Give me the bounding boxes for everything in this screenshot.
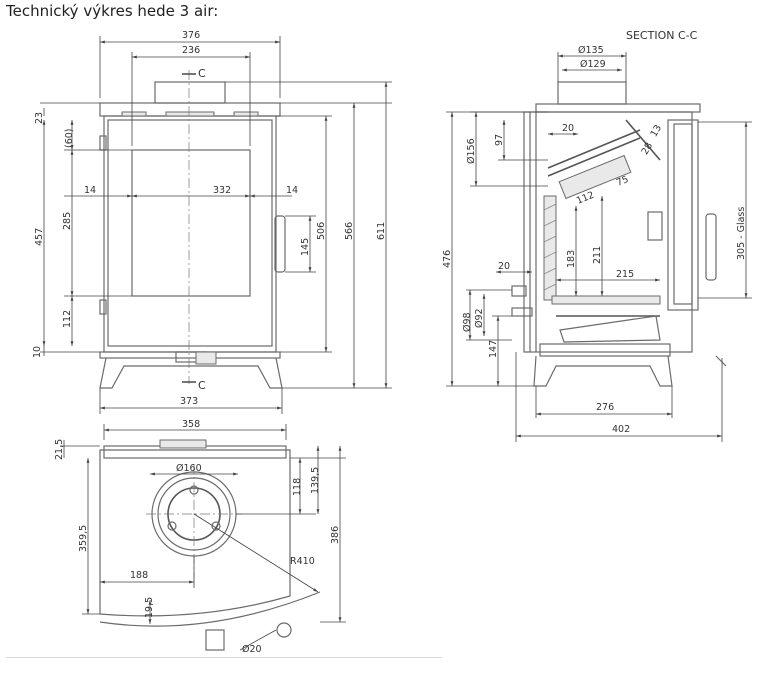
top-view: 358 Ø160 21,5 359,5 118 139,5 386 188 19… [54, 419, 346, 655]
dim-376: 376 [182, 30, 200, 41]
dim-566: 566 [344, 222, 355, 240]
dim-d156: Ø156 [466, 138, 477, 164]
front-view: C C 376 236 14 332 14 23 457 10 (60) 285… [32, 30, 392, 414]
dim-d160: Ø160 [176, 463, 202, 474]
dim-147: 147 [488, 340, 499, 358]
dim-215: 215 [616, 269, 634, 280]
dim-359-5: 359,5 [78, 525, 89, 552]
dim-d135: Ø135 [578, 45, 604, 56]
section-label: SECTION C-C [626, 29, 698, 42]
cut-marker-bottom: C [198, 379, 206, 392]
footer-divider [6, 657, 442, 658]
dim-10: 10 [32, 346, 43, 358]
dim-d92: Ø92 [474, 308, 485, 328]
dim-276: 276 [596, 402, 614, 413]
section-view: SECTION C-C Ø135 Ø129 [442, 29, 752, 442]
dim-305-glass: 305 - Glass [736, 207, 747, 260]
dim-188: 188 [130, 570, 148, 581]
dim-23: 23 [34, 112, 45, 124]
dim-145: 145 [300, 238, 311, 256]
dim-d129: Ø129 [580, 59, 606, 70]
dim-75: 75 [615, 174, 630, 189]
dim-285: 285 [62, 212, 73, 230]
dim-236: 236 [182, 45, 200, 56]
dim-21-5: 21,5 [54, 439, 65, 460]
dim-611: 611 [376, 222, 387, 240]
dim-19-5: 19,5 [144, 597, 155, 618]
dim-373: 373 [180, 396, 198, 407]
dim-211: 211 [592, 246, 603, 264]
dim-358: 358 [182, 419, 200, 430]
dim-d98: Ø98 [462, 312, 473, 332]
dim-20-side: 20 [498, 261, 510, 272]
dim-14-left: 14 [84, 185, 96, 196]
dim-r410: R410 [290, 556, 315, 567]
dim-139-5: 139,5 [310, 467, 321, 494]
dim-20-top: 20 [562, 123, 574, 134]
dim-183: 183 [566, 250, 577, 268]
dim-457: 457 [34, 228, 45, 246]
dim-506: 506 [316, 222, 327, 240]
dim-332: 332 [213, 185, 231, 196]
dim-402: 402 [612, 424, 630, 435]
dim-386: 386 [330, 526, 341, 544]
dim-14-right: 14 [286, 185, 298, 196]
dim-28: 28 [640, 141, 656, 157]
dim-60: (60) [64, 128, 75, 148]
cut-marker-top: C [198, 67, 206, 80]
dim-13: 13 [649, 123, 665, 139]
page-title: Technický výkres hede 3 air: [6, 2, 219, 20]
refractory-hatch [543, 203, 557, 291]
dim-476: 476 [442, 250, 453, 268]
dim-118: 118 [292, 478, 303, 496]
dim-112: 112 [62, 310, 73, 328]
dim-97: 97 [494, 134, 505, 146]
dim-d20: Ø20 [242, 644, 262, 655]
